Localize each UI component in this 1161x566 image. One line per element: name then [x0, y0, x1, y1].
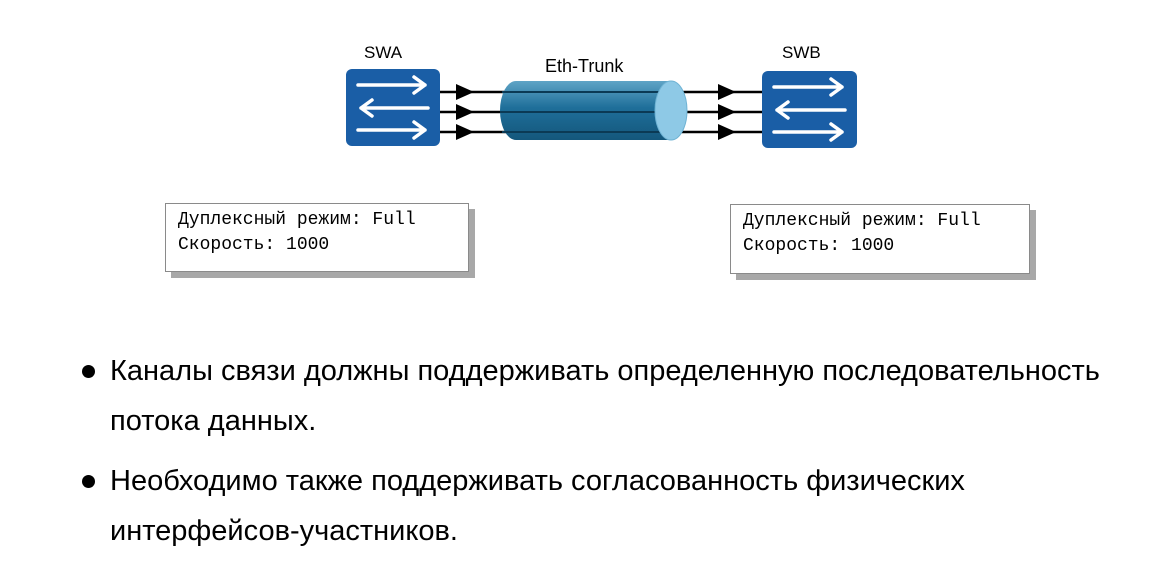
switch-b-info-box: Дуплексный режим: Full Скорость: 1000 [730, 204, 1030, 274]
topology-diagram [346, 69, 857, 148]
bullet-dot [82, 365, 95, 378]
switch-a-icon [346, 69, 440, 146]
bullet-item: Необходимо также поддерживать согласован… [82, 456, 1152, 556]
eth-trunk-tube [500, 80, 688, 141]
switch-b-speed: Скорость: 1000 [743, 236, 895, 256]
bullet-list: Каналы связи должны поддерживать определ… [82, 346, 1152, 566]
switch-a-duplex: Дуплексный режим: Full [178, 210, 416, 230]
switch-b-icon [762, 71, 857, 148]
bullet-text: Необходимо также поддерживать согласован… [110, 465, 965, 547]
switch-b-duplex: Дуплексный режим: Full [743, 211, 981, 231]
arrowheads-right [718, 84, 736, 140]
bullet-text: Каналы связи должны поддерживать определ… [110, 355, 1100, 437]
switch-a-info-box: Дуплексный режим: Full Скорость: 1000 [165, 203, 469, 272]
switch-b-label: SWB [782, 43, 821, 62]
arrowheads-left [456, 84, 474, 140]
switch-a-label: SWA [364, 43, 403, 62]
bullet-item: Каналы связи должны поддерживать определ… [82, 346, 1152, 446]
trunk-label: Eth-Trunk [545, 56, 624, 76]
bullet-dot [82, 475, 95, 488]
switch-a-speed: Скорость: 1000 [178, 235, 330, 255]
